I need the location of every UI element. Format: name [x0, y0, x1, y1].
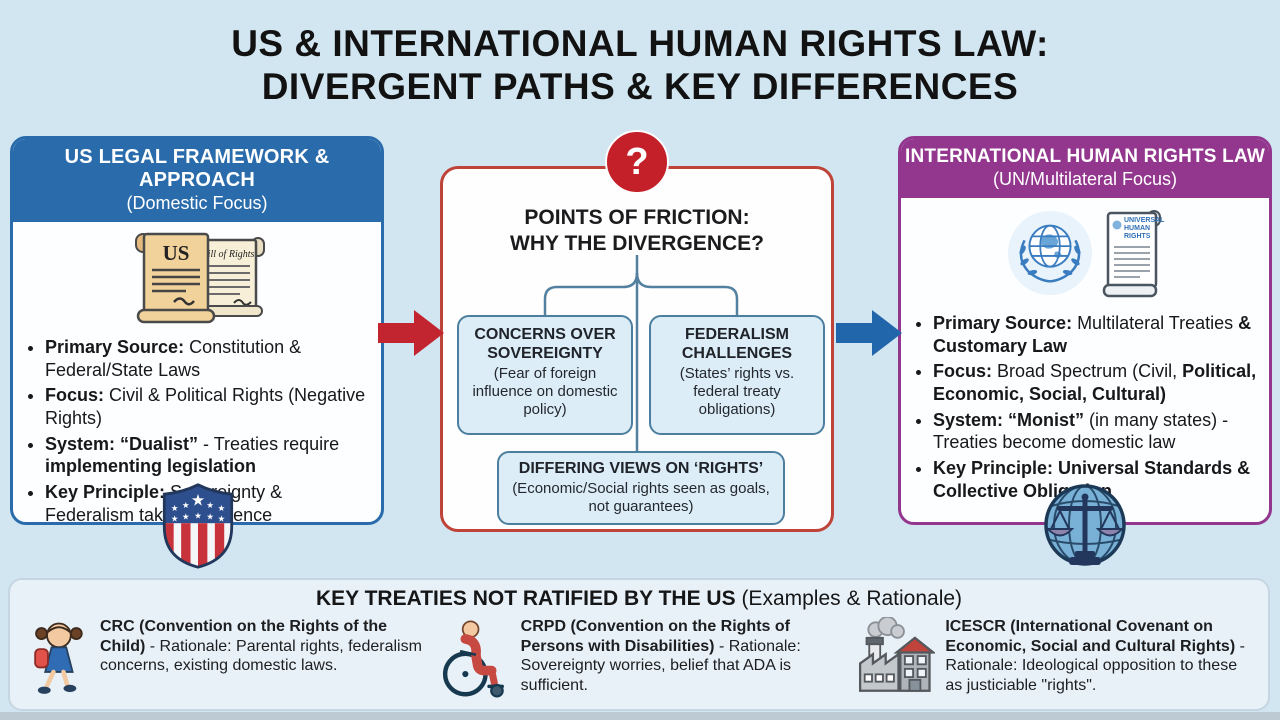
treaty-text-crc: CRC (Convention on the Rights of the Chi…: [100, 617, 427, 676]
question-mark-icon: ?: [605, 130, 669, 194]
friction-box-sovereignty: CONCERNS OVER SOVEREIGNTY (Fear of forei…: [457, 315, 633, 435]
svg-text:★: ★: [194, 511, 202, 521]
page-title-line1: US & INTERNATIONAL HUMAN RIGHTS LAW:: [231, 23, 1049, 64]
treaty-item-crc: CRC (Convention on the Rights of the Chi…: [26, 617, 427, 710]
svg-text:★: ★: [218, 513, 226, 523]
globe-scales-icon: [1043, 481, 1127, 578]
svg-text:Bill of Rights: Bill of Rights: [202, 249, 255, 260]
treaties-title: KEY TREATIES NOT RATIFIED BY THE US (Exa…: [10, 587, 1268, 611]
friction-title: POINTS OF FRICTION: WHY THE DIVERGENCE?: [443, 205, 831, 258]
svg-text:★: ★: [191, 492, 205, 509]
friction-title-line2: WHY THE DIVERGENCE?: [510, 232, 764, 256]
treaty-name: ICESCR (International Covenant on Econom…: [945, 618, 1236, 655]
svg-text:★: ★: [171, 513, 179, 523]
page-title-line2: DIVERGENT PATHS & KEY DIFFERENCES: [261, 66, 1019, 108]
friction-box-rights-views: DIFFERING VIEWS ON ‘RIGHTS’ (Economic/So…: [497, 451, 785, 525]
intl-panel-subtitle: (UN/Multilateral Focus): [992, 169, 1178, 189]
bullet-item: Key Principle: Universal Standards & Col…: [933, 457, 1261, 502]
svg-text:HUMAN: HUMAN: [1124, 225, 1150, 232]
treaty-item-crpd: CRPD (Convention on the Rights of Person…: [439, 617, 840, 710]
us-shield-icon: ★ ★★ ★★ ★★ ★ ★★: [160, 482, 236, 575]
friction-box-detail: (States’ rights vs. federal treaty oblig…: [679, 365, 795, 419]
blue-arrow-icon: [836, 306, 902, 365]
child-icon: [26, 617, 90, 710]
intl-panel-title: INTERNATIONAL HUMAN RIGHTS LAW: [905, 146, 1265, 167]
treaty-item-icescr: ICESCR (International Covenant on Econom…: [851, 615, 1252, 710]
svg-text:US: US: [163, 241, 190, 265]
wheelchair-icon: [439, 617, 511, 708]
treaties-columns: CRC (Convention on the Rights of the Chi…: [10, 615, 1268, 710]
friction-box-detail: (Fear of foreign influence on domestic p…: [472, 365, 618, 419]
svg-text:★: ★: [182, 500, 190, 510]
us-legal-panel: US LEGAL FRAMEWORK & APPROACH (Domestic …: [10, 136, 384, 525]
treaties-panel: KEY TREATIES NOT RATIFIED BY THE US (Exa…: [8, 578, 1270, 711]
treaty-text-crpd: CRPD (Convention on the Rights of Person…: [521, 617, 840, 695]
svg-text:★: ★: [171, 503, 179, 513]
bullet-item: System: “Dualist” - Treaties require imp…: [45, 433, 373, 478]
svg-text:★: ★: [206, 500, 214, 510]
bullet-item: System: “Monist” (in many states) - Trea…: [933, 409, 1261, 454]
intl-panel-header: INTERNATIONAL HUMAN RIGHTS LAW (UN/Multi…: [901, 139, 1269, 198]
friction-box-detail: (Economic/Social rights seen as goals, n…: [512, 480, 770, 516]
factory-icon: [851, 615, 937, 702]
bullet-item: Focus: Civil & Political Rights (Negativ…: [45, 384, 373, 429]
svg-text:UNIVERSAL: UNIVERSAL: [1124, 217, 1164, 224]
us-bullet-list: Primary Source: Constitution & Federal/S…: [13, 336, 381, 522]
treaty-rationale: - Rationale: Parental rights, federalism…: [100, 637, 422, 675]
un-emblem-icon: [1006, 209, 1094, 302]
constitution-scrolls-icon: Bill of Rights US: [122, 228, 272, 331]
intl-panel-icons: UNIVERSAL HUMAN RIGHTS: [901, 206, 1269, 304]
red-arrow-icon: [378, 306, 444, 365]
svg-text:★: ★: [206, 511, 214, 521]
friction-box-federalism: FEDERALISM CHALLENGES (States’ rights vs…: [649, 315, 825, 435]
svg-text:★: ★: [182, 511, 190, 521]
treaties-title-rest: (Examples & Rationale): [735, 587, 963, 610]
bullet-item: Primary Source: Constitution & Federal/S…: [45, 336, 373, 381]
treaty-text-icescr: ICESCR (International Covenant on Econom…: [945, 617, 1252, 695]
treaty-rationale: - Rationale: Ideological opposition to t…: [945, 637, 1245, 694]
bottom-letterbox-strip: [0, 712, 1280, 720]
bullet-item: Primary Source: Multilateral Treaties & …: [933, 312, 1261, 357]
friction-box-title: DIFFERING VIEWS ON ‘RIGHTS’: [518, 460, 764, 477]
bullet-item: Focus: Broad Spectrum (Civil, Political,…: [933, 360, 1261, 405]
intl-bullet-list: Primary Source: Multilateral Treaties & …: [901, 312, 1269, 502]
udhr-scroll-icon: UNIVERSAL HUMAN RIGHTS: [1102, 207, 1165, 304]
intl-law-panel: INTERNATIONAL HUMAN RIGHTS LAW (UN/Multi…: [898, 136, 1272, 525]
treaty-rationale: - Rationale: Sovereignty worries, belief…: [520, 637, 801, 694]
us-panel-title: US LEGAL FRAMEWORK & APPROACH: [64, 146, 330, 191]
friction-title-line1: POINTS OF FRICTION:: [524, 206, 750, 229]
friction-panel: POINTS OF FRICTION: WHY THE DIVERGENCE? …: [440, 166, 834, 532]
friction-box-title: FEDERALISM CHALLENGES: [681, 326, 793, 363]
friction-box-title: CONCERNS OVER SOVEREIGNTY: [474, 326, 616, 363]
svg-text:RIGHTS: RIGHTS: [1124, 233, 1151, 240]
treaties-title-bold: KEY TREATIES NOT RATIFIED BY THE US: [315, 587, 736, 610]
connector-lines: [543, 255, 739, 451]
treaty-name: CRPD (Convention on the Rights of Person…: [520, 618, 790, 655]
us-panel-header: US LEGAL FRAMEWORK & APPROACH (Domestic …: [13, 139, 381, 222]
treaty-name: CRC (Convention on the Rights of the Chi…: [100, 618, 388, 655]
us-panel-icons: Bill of Rights US: [13, 230, 381, 328]
us-panel-subtitle: (Domestic Focus): [126, 193, 268, 213]
page-title: US & INTERNATIONAL HUMAN RIGHTS LAW: DIV…: [0, 22, 1280, 109]
svg-text:★: ★: [218, 503, 226, 513]
